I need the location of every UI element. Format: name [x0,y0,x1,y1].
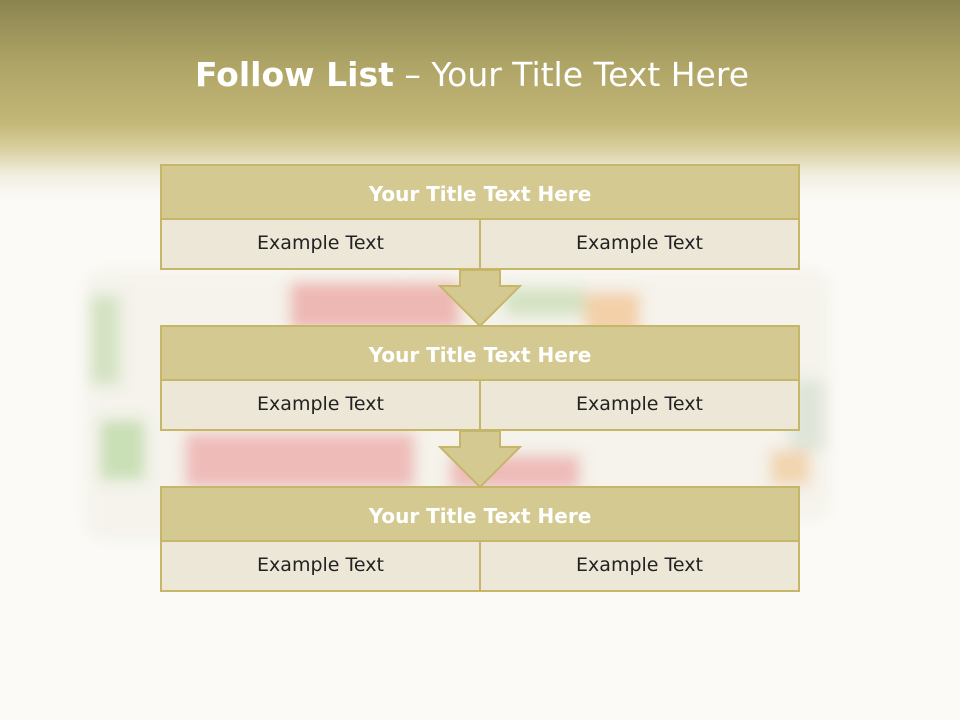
block-cell-right: Example Text [481,220,800,270]
block-cell-left: Example Text [160,542,481,592]
block-title: Your Title Text Here [160,325,800,381]
block-cell-right: Example Text [481,542,800,592]
block-row: Example Text Example Text [160,220,800,270]
block-row: Example Text Example Text [160,542,800,592]
block-title: Your Title Text Here [160,486,800,542]
title-rest: – Your Title Text Here [404,55,750,94]
list-block: Your Title Text Here Example Text Exampl… [160,325,800,431]
slide-title: Follow List – Your Title Text Here [0,55,944,94]
list-block: Your Title Text Here Example Text Exampl… [160,164,800,270]
down-arrow-icon [438,270,522,328]
block-cell-left: Example Text [160,220,481,270]
block-row: Example Text Example Text [160,381,800,431]
list-block: Your Title Text Here Example Text Exampl… [160,486,800,592]
down-arrow-icon [438,431,522,489]
block-cell-left: Example Text [160,381,481,431]
block-cell-right: Example Text [481,381,800,431]
block-title: Your Title Text Here [160,164,800,220]
title-bold: Follow List [194,55,394,94]
